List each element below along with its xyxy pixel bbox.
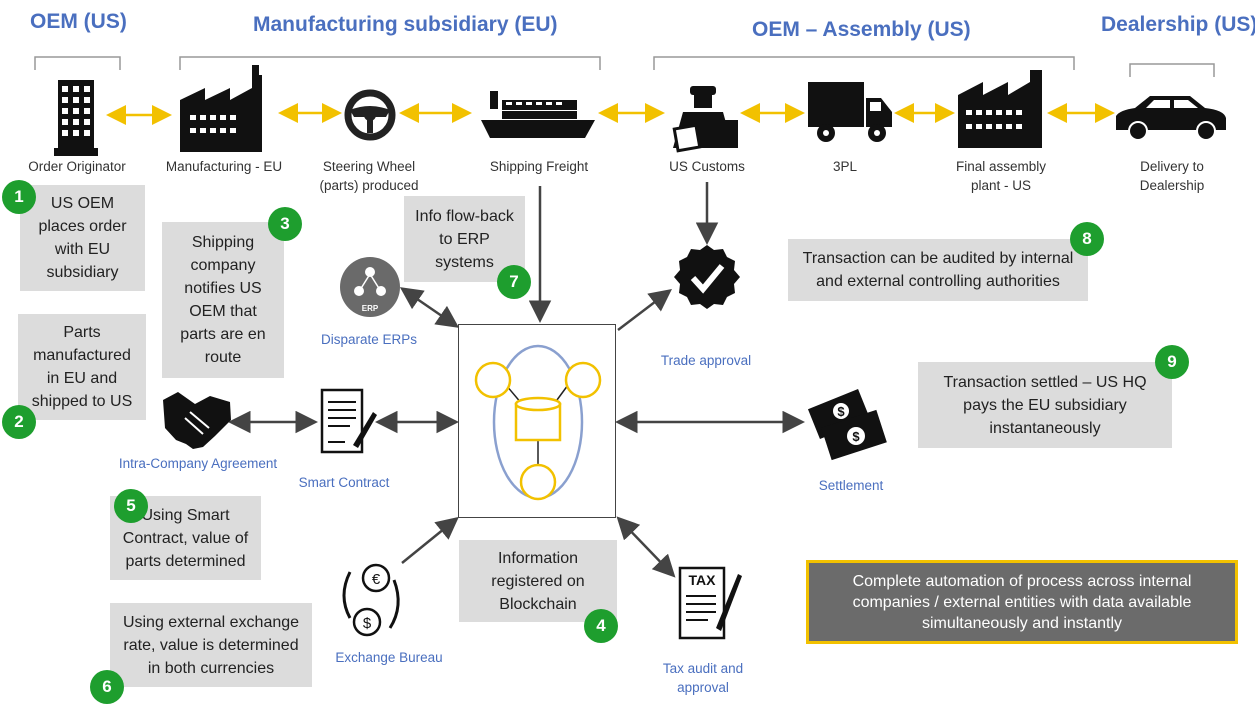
header-dealership: Dealership (US) <box>1101 13 1255 36</box>
assembly-plant-icon <box>958 70 1042 148</box>
step-badge-6: 6 <box>90 670 124 704</box>
note-step-3: Shipping company notifies US OEM that pa… <box>162 222 284 378</box>
label-final-assembly: Final assembly plant - US <box>955 159 1047 193</box>
note-step-7: Info flow-back to ERP systems <box>404 196 525 282</box>
label-delivery: Delivery to Dealership <box>1139 159 1205 193</box>
note-step-8: Transaction can be audited by internal a… <box>788 239 1088 301</box>
car-icon <box>1116 96 1226 141</box>
label-shipping-freight: Shipping Freight <box>489 159 589 174</box>
erp-badge-text: ERP <box>361 304 379 313</box>
note-step-5: Using Smart Contract, value of parts det… <box>110 496 261 580</box>
delivery-truck-icon <box>808 82 892 142</box>
automation-callout: Complete automation of process across in… <box>806 560 1238 644</box>
label-intra-company-agreement: Intra-Company Agreement <box>118 456 278 471</box>
step-badge-4: 4 <box>584 609 618 643</box>
approval-seal-icon <box>674 245 740 309</box>
office-building-icon <box>54 80 98 156</box>
label-3pl: 3PL <box>832 159 858 174</box>
note-step-2: Parts manufactured in EU and shipped to … <box>18 314 146 420</box>
note-step-4: Information registered on Blockchain <box>459 540 617 622</box>
cargo-ship-icon <box>481 91 595 138</box>
step-badge-8: 8 <box>1070 222 1104 256</box>
label-trade-approval: Trade approval <box>660 353 752 368</box>
step-badge-9: 9 <box>1155 345 1189 379</box>
svg-text:$: $ <box>837 404 845 419</box>
svg-text:€: € <box>372 571 381 588</box>
customs-officer-icon <box>672 86 738 153</box>
label-steering-wheel: Steering Wheel (parts) produced <box>319 159 419 193</box>
handshake-icon <box>163 392 231 449</box>
step-badge-1: 1 <box>2 180 36 214</box>
label-settlement: Settlement <box>818 478 884 493</box>
note-step-6: Using external exchange rate, value is d… <box>110 603 312 687</box>
label-order-originator: Order Originator <box>28 159 126 174</box>
header-oem-assembly: OEM – Assembly (US) <box>752 18 971 41</box>
money-bills-icon: $ $ <box>807 389 887 461</box>
step-badge-5: 5 <box>114 489 148 523</box>
step-badge-2: 2 <box>2 405 36 439</box>
step-badge-3: 3 <box>268 207 302 241</box>
label-manufacturing-eu: Manufacturing - EU <box>165 159 283 174</box>
label-tax-audit: Tax audit and approval <box>662 661 744 695</box>
note-step-9: Transaction settled – US HQ pays the EU … <box>918 362 1172 448</box>
steering-wheel-icon <box>344 89 396 141</box>
header-brackets <box>34 56 1215 77</box>
tax-label: TAX <box>688 572 716 588</box>
label-smart-contract: Smart Contract <box>298 475 390 490</box>
svg-text:$: $ <box>852 429 860 444</box>
factory-icon <box>180 65 262 152</box>
blockchain-graphic <box>474 344 602 501</box>
label-disparate-erps: Disparate ERPs <box>320 332 418 347</box>
header-oem-us: OEM (US) <box>30 10 127 33</box>
currency-exchange-icon: € $ <box>342 563 400 637</box>
smart-contract-icon <box>320 388 377 454</box>
step-badge-7: 7 <box>497 265 531 299</box>
tax-document-icon <box>678 566 742 640</box>
note-step-1: US OEM places order with EU subsidiary <box>20 185 145 291</box>
erp-network-icon <box>340 257 400 317</box>
label-exchange-bureau: Exchange Bureau <box>335 650 443 665</box>
label-us-customs: US Customs <box>669 159 745 174</box>
blockchain-hub <box>458 324 616 518</box>
header-manufacturing-eu: Manufacturing subsidiary (EU) <box>253 13 558 36</box>
svg-text:$: $ <box>363 615 372 632</box>
